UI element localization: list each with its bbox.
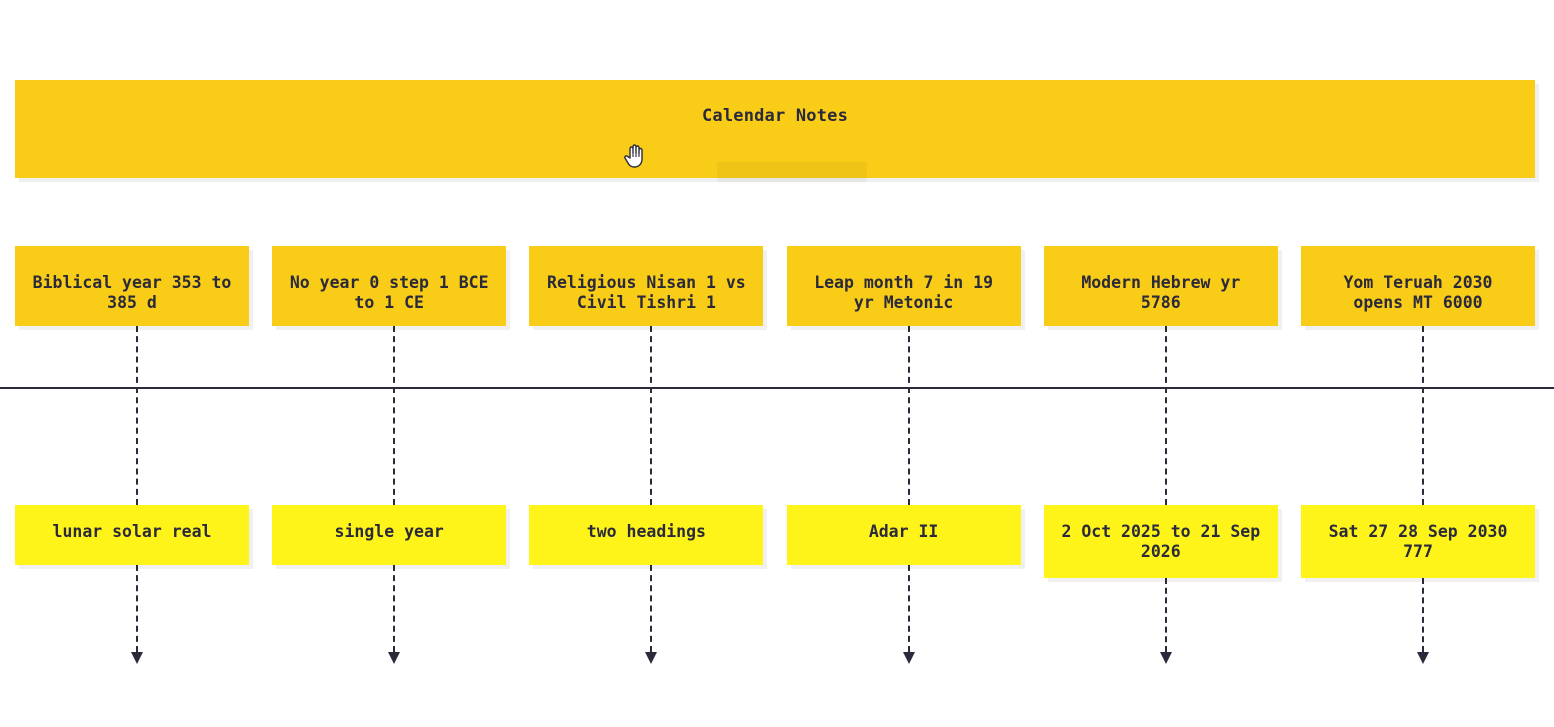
title-banner[interactable]: Calendar Notes	[15, 80, 1535, 178]
event-detail-card[interactable]: Sat 27 28 Sep 2030 777	[1301, 505, 1535, 578]
event-card[interactable]: Biblical year 353 to 385 d	[15, 246, 249, 326]
timeline-axis	[0, 387, 1554, 389]
event-connector-upper	[393, 326, 396, 505]
event-detail: 2 Oct 2025 to 21 Sep 2026	[1061, 522, 1261, 561]
title-placeholder-bar	[717, 162, 867, 182]
event-detail: Adar II	[868, 522, 939, 541]
arrow-down-icon	[902, 652, 915, 664]
event-connector-upper	[650, 326, 653, 505]
event-label: Biblical year 353 to 385 d	[32, 273, 232, 312]
event-card[interactable]: Modern Hebrew yr 5786	[1043, 246, 1278, 326]
event-connector-upper	[136, 326, 138, 505]
event-detail: two headings	[586, 522, 706, 541]
event-connector-lower	[393, 565, 396, 652]
event-detail-card[interactable]: single year	[272, 505, 507, 565]
event-connector-lower	[136, 565, 138, 652]
arrow-down-icon	[388, 652, 401, 664]
event-detail: lunar solar real	[52, 522, 212, 541]
event-connector-upper	[1422, 326, 1424, 505]
arrow-down-icon	[645, 652, 658, 664]
event-detail-card[interactable]: lunar solar real	[15, 505, 249, 565]
event-connector-lower	[1164, 578, 1167, 652]
arrow-down-icon	[131, 652, 143, 664]
event-label: Leap month 7 in 19 yr Metonic	[814, 273, 993, 312]
event-detail: Sat 27 28 Sep 2030 777	[1328, 522, 1508, 561]
event-detail-card[interactable]: 2 Oct 2025 to 21 Sep 2026	[1043, 505, 1278, 578]
event-label: Modern Hebrew yr 5786	[1081, 273, 1241, 312]
diagram-title: Calendar Notes	[701, 106, 849, 126]
event-connector-lower	[650, 565, 653, 652]
event-card[interactable]: Religious Nisan 1 vs Civil Tishri 1	[529, 246, 764, 326]
event-detail-card[interactable]: two headings	[529, 505, 764, 565]
event-label: Yom Teruah 2030 opens MT 6000	[1343, 273, 1493, 312]
event-card[interactable]: No year 0 step 1 BCE to 1 CE	[272, 246, 507, 326]
event-detail-card[interactable]: Adar II	[786, 505, 1021, 565]
event-card[interactable]: Leap month 7 in 19 yr Metonic	[786, 246, 1021, 326]
hand-grab-icon	[623, 143, 647, 169]
event-label: Religious Nisan 1 vs Civil Tishri 1	[547, 273, 746, 312]
event-detail: single year	[334, 522, 444, 541]
event-label: No year 0 step 1 BCE to 1 CE	[289, 273, 489, 312]
event-connector-lower	[1422, 578, 1424, 652]
arrow-down-icon	[1159, 652, 1172, 664]
arrow-down-icon	[1417, 652, 1429, 664]
event-card[interactable]: Yom Teruah 2030 opens MT 6000	[1301, 246, 1535, 326]
event-connector-upper	[1164, 326, 1167, 505]
event-connector-upper	[907, 326, 910, 505]
event-connector-lower	[907, 565, 910, 652]
